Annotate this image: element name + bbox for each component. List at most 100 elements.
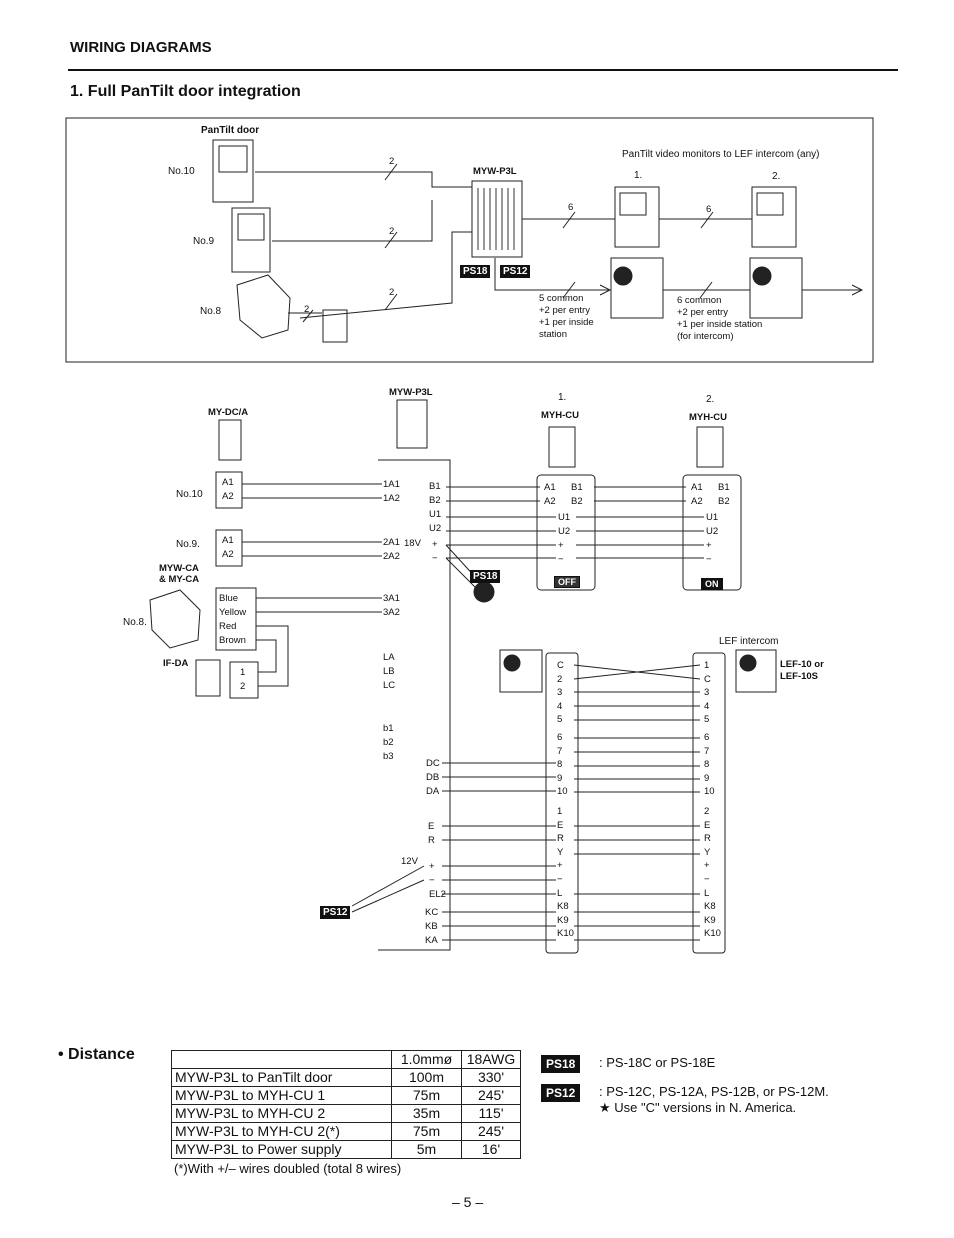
terminal-label: + [557, 860, 563, 872]
terminal-label: − [557, 873, 563, 885]
myw-ca-label: MYW-CA& MY-CA [159, 563, 200, 585]
wire-count-label: 2 [389, 226, 395, 237]
lef-intercom-title: LEF intercom [719, 636, 779, 647]
terminal-label: K9 [557, 914, 569, 926]
ps12-legend-badge: PS12 [541, 1084, 581, 1102]
page-title: 1. Full PanTilt door integration [70, 83, 301, 100]
page-number: – 5 – [452, 1194, 484, 1210]
terminal-label: 7 [557, 745, 563, 757]
ps18-badge: PS18 [460, 261, 491, 279]
terminal-label: K8 [557, 901, 569, 913]
monitor-1-number: 1. [634, 170, 643, 181]
no8-label: No.8. [123, 617, 147, 628]
wiring-note-2: 6 common+2 per entry+1 per inside statio… [677, 295, 763, 342]
terminal-label: C [557, 660, 564, 671]
header-rule [68, 69, 898, 71]
pantilt-door-label: PanTilt door [201, 125, 260, 136]
18v-label: 18V [404, 538, 421, 549]
terminal-label: 5 [704, 714, 710, 726]
ps12-badge: PS12 [320, 902, 351, 920]
terminal-label: 4 [557, 700, 563, 712]
terminal-label: 7 [704, 745, 710, 757]
wire-count-label: 2 [389, 156, 395, 167]
ps12-badge: PS12 [500, 261, 531, 279]
door-no9-label: No.9 [193, 236, 215, 247]
door-no10-label: No.10 [168, 166, 195, 177]
lef-intercom-2-icon [749, 257, 803, 319]
table-header-row: 1.0mmø 18AWG [171, 1050, 521, 1069]
myw-18v-terminals: +− [432, 539, 438, 564]
terminal-label: C [704, 673, 711, 685]
off-switch: OFF [554, 572, 580, 590]
terminal-label: 4 [704, 700, 710, 712]
ps12-legend-text: : PS-12C, PS-12A, PS-12B, or PS-12M. [599, 1084, 829, 1099]
door-no9-icon [231, 207, 271, 273]
terminal-label: E [557, 819, 564, 831]
top-diagram [65, 117, 874, 363]
terminal-label: 5 [557, 714, 563, 726]
lef-icon [499, 649, 543, 693]
terminal-label: 8 [704, 759, 710, 771]
lef-intercom-1-icon [610, 257, 664, 319]
no9-label: No.9. [176, 539, 200, 550]
ps18-legend-text: : PS-18C or PS-18E [599, 1055, 716, 1070]
my-dc-label: MY-DC/A [208, 407, 249, 418]
myh-cu-1-icon [548, 426, 576, 468]
myh-1-number: 1. [558, 392, 567, 403]
wire-count-label: 6 [568, 202, 574, 213]
if-da-icon [322, 309, 348, 343]
monitors-title: PanTilt video monitors to LEF intercom (… [622, 149, 820, 160]
myh-cu-2-label: MYH-CU [689, 412, 727, 423]
terminal-label: R [704, 833, 711, 845]
on-switch: ON [701, 574, 723, 592]
terminal-label: K9 [704, 914, 716, 926]
terminal-label: 6 [704, 731, 710, 743]
terminal-label: K8 [704, 901, 716, 913]
myw-p3l-icon [396, 399, 428, 449]
terminal-label: − [704, 873, 710, 885]
legend-note: ★ Use "C" versions in N. America. [599, 1100, 797, 1115]
terminal-label: 2 [557, 673, 563, 685]
terminal-label: 6 [557, 731, 563, 743]
wire-count-label: 2 [304, 304, 310, 315]
section-heading: WIRING DIAGRAMS [70, 39, 212, 56]
terminal-label: 1 [704, 660, 710, 671]
terminal-label: 1 [557, 805, 563, 817]
ps18-legend-badge: PS18 [541, 1055, 581, 1073]
terminal-label: 3 [557, 687, 563, 699]
myw-power-terminals: +−EL2 [429, 861, 446, 900]
12v-label: 12V [401, 856, 418, 867]
ps18-badge: PS18 [470, 566, 501, 584]
if-da-label: IF-DA [163, 658, 189, 669]
terminal-label: 3 [704, 687, 710, 699]
myw-p3l-label: MYW-P3L [473, 166, 517, 177]
terminal-label: 9 [704, 772, 710, 784]
terminal-label: K10 [704, 928, 721, 940]
if-da-icon [195, 659, 221, 697]
wire-count-label: 2 [389, 287, 395, 298]
my-dc-icon [218, 419, 242, 461]
terminal-label: K10 [557, 928, 574, 940]
terminal-label: E [704, 819, 711, 831]
